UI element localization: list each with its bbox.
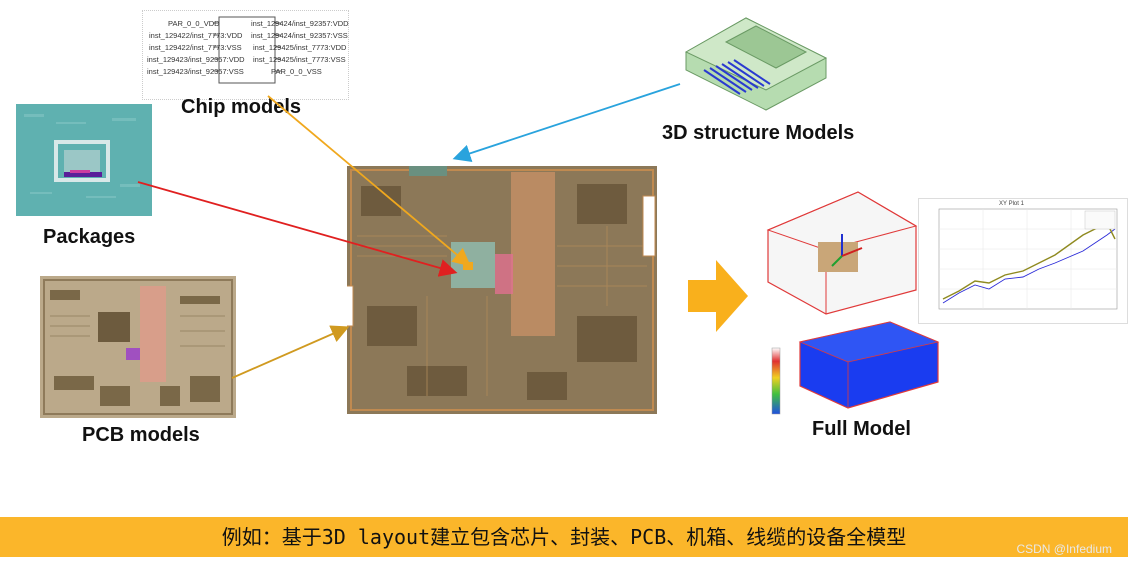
chip-pin-right: inst_129425/inst_7773:VSS (253, 55, 346, 64)
chip-pin-left: inst_129422/inst_7773:VDD (149, 31, 243, 40)
3d-structure-illustration (684, 17, 828, 111)
chip-pin-left: inst_129422/inst_7773:VSS (149, 43, 242, 52)
xy-plot-title: XY Plot 1 (999, 201, 1024, 207)
package-illustration (16, 104, 152, 216)
pcb-model-image (40, 276, 236, 418)
3d-structure-models-label: 3D structure Models (662, 122, 855, 144)
chip-to-board-arrow (267, 95, 471, 267)
chip-pin-left: inst_129423/inst_92357:VSS (147, 67, 244, 76)
pcb-to-board-arrow (231, 325, 350, 379)
chip-models-label: Chip models (181, 96, 302, 118)
chip-pin-right: inst_129425/inst_7773:VDD (253, 43, 347, 52)
packages-label: Packages (43, 226, 136, 248)
chip-model-schematic: PAR_0_0_VDD inst_129422/inst_7773:VDD in… (142, 10, 349, 100)
main-pcb-layout-image (342, 158, 657, 414)
chip-pin-right: inst_129424/inst_92357:VDD (251, 19, 349, 28)
pcb-models-label: PCB models (82, 424, 200, 446)
summary-banner-text: 例如：基于3D layout建立包含芯片、封装、PCB、机箱、线缆的设备全模型 (221, 525, 907, 549)
package-model-image (16, 104, 152, 216)
chip-pin-left: PAR_0_0_VDD (168, 19, 220, 28)
xy-plot-graph (938, 208, 1118, 310)
xy-plot-panel: XY Plot 1 (918, 198, 1128, 324)
full-model-field-box (771, 321, 940, 415)
full-model-enclosure (766, 191, 918, 315)
package-to-board-arrow (137, 181, 458, 277)
chip-pin-right: inst_129424/inst_92357:VSS (251, 31, 348, 40)
summary-banner: 例如：基于3D layout建立包含芯片、封装、PCB、机箱、线缆的设备全模型 (0, 517, 1128, 557)
structure-to-board-arrow (452, 83, 681, 163)
full-model-label: Full Model (812, 418, 911, 440)
chip-symbol-outline (213, 16, 281, 84)
chip-pin-left: inst_129423/inst_92357:VDD (147, 55, 245, 64)
pcb-small-illustration (40, 276, 236, 418)
big-right-arrow (688, 260, 748, 332)
chip-pin-right: PAR_0_0_VSS (271, 67, 322, 76)
watermark: CSDN @Infedium (1016, 542, 1112, 556)
colorbar (771, 347, 781, 415)
